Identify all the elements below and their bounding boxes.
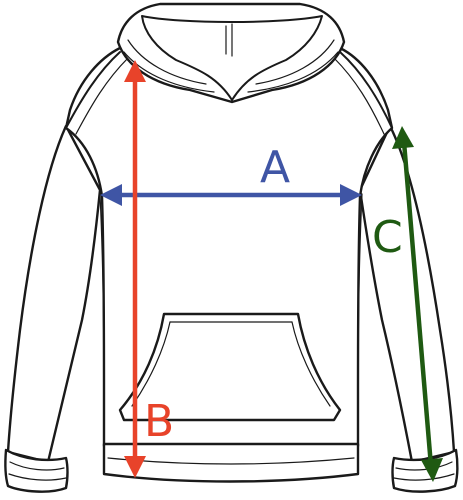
- measurement-a: A: [100, 142, 362, 206]
- kangaroo-pocket: [118, 312, 342, 422]
- measurement-b-label: B: [144, 396, 174, 447]
- measurement-a-arrow-left: [100, 184, 122, 206]
- hoodie-waistband: [102, 442, 360, 483]
- measurement-c-arrow-bottom: [421, 458, 443, 482]
- left-sleeve: [6, 124, 102, 464]
- left-cuff: [4, 448, 69, 493]
- measurement-b-arrow-bottom: [124, 456, 146, 478]
- measurement-a-arrow-right: [340, 184, 362, 206]
- measurement-c-label: C: [372, 212, 403, 263]
- measurement-c-line: [401, 141, 434, 467]
- hood: [116, 2, 346, 104]
- measurement-a-label: A: [260, 142, 290, 193]
- measurement-c: C: [372, 126, 443, 482]
- measurement-b: B: [124, 60, 174, 478]
- hoodie-illustration: [4, 2, 459, 493]
- measurement-b-arrow-top: [124, 60, 146, 82]
- measurement-c-arrow-top: [392, 126, 414, 149]
